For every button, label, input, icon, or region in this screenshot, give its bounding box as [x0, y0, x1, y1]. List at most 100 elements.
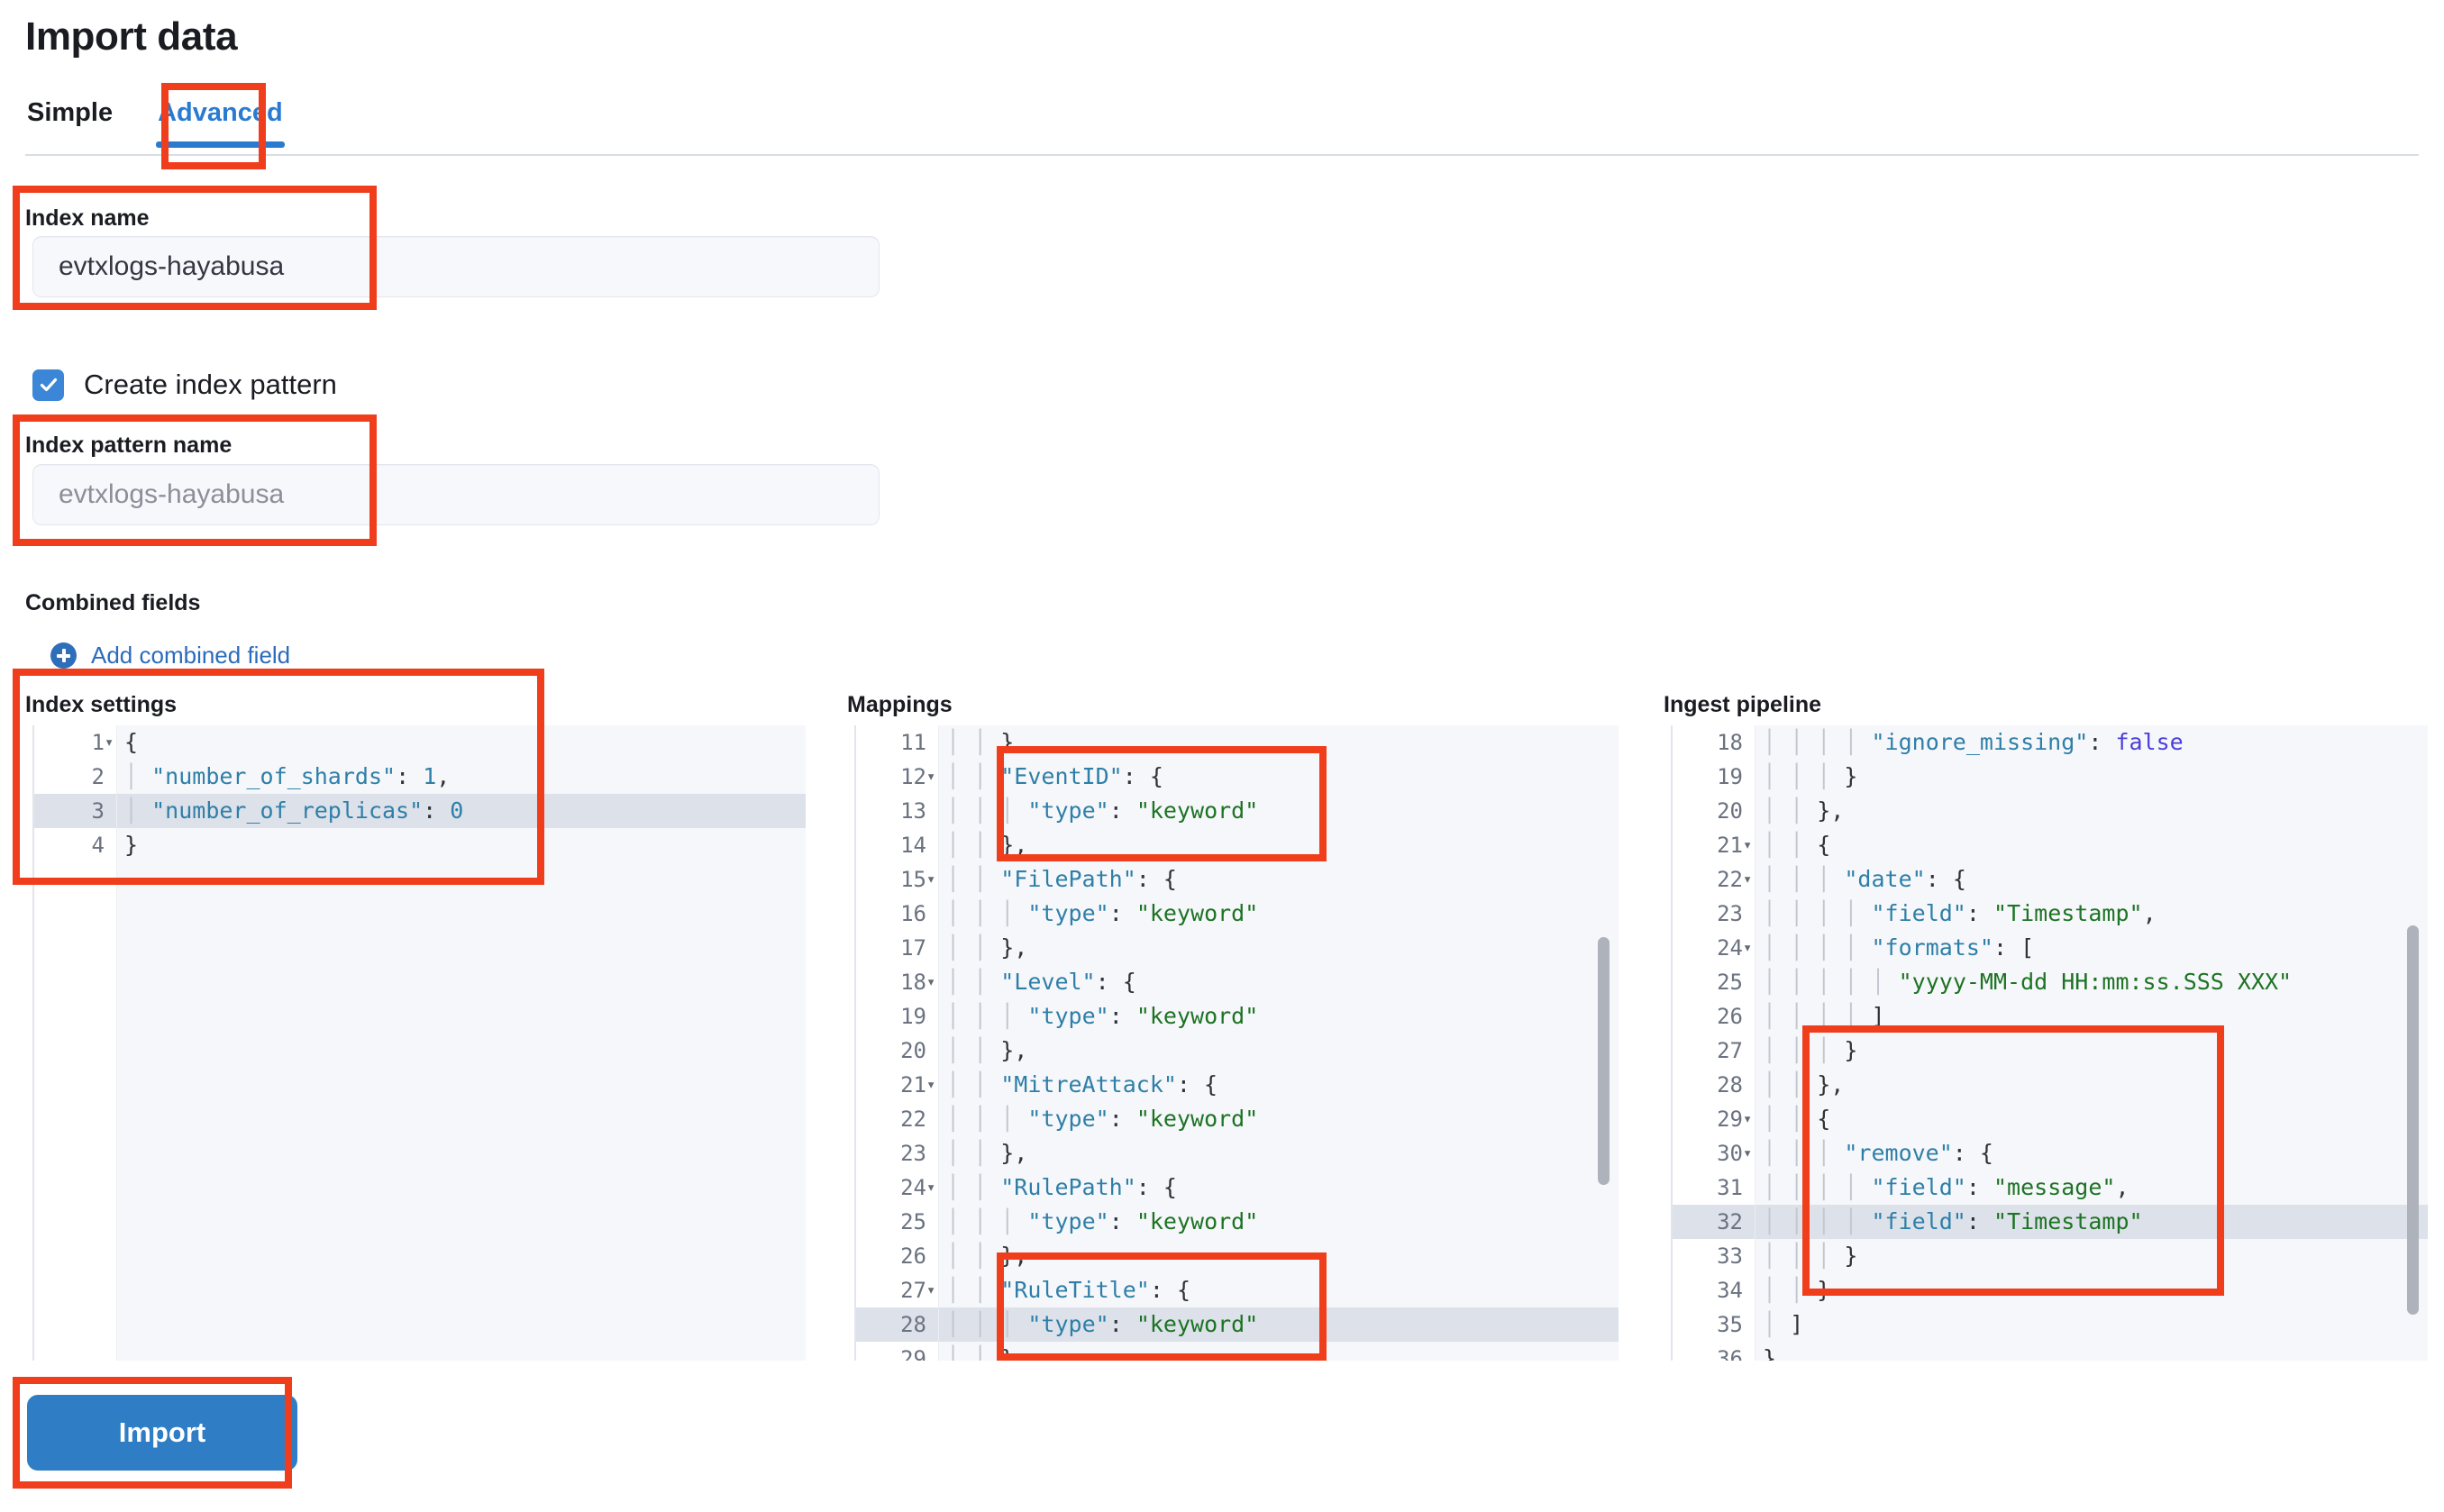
code-line: 28 │ │ },	[1717, 1068, 2428, 1102]
code-line: 30▾│ │ │ "remove": {	[1717, 1136, 2428, 1170]
code-text: │ │ │ "type": "keyword"	[946, 900, 1259, 926]
code-text: │ │ │ │ "field": "message",	[1763, 1174, 2129, 1200]
index-settings-editor[interactable]: 1▾{2│ "number_of_shards": 1,3│ "number_o…	[32, 725, 806, 1361]
line-number: 28	[900, 1312, 926, 1337]
code-line: 29│ │ },	[900, 1342, 1619, 1361]
line-number: 26	[900, 1243, 926, 1269]
code-line: 35 │ ]	[1717, 1307, 2428, 1342]
line-number: 33	[1717, 1243, 1743, 1269]
code-line: 25│ │ │ "type": "keyword"	[900, 1205, 1619, 1239]
mappings-editor[interactable]: 11│ │ },12▾│ │ "EventID": {13│ │ │ "type…	[854, 725, 1619, 1361]
code-line: 29▾│ │ {	[1717, 1102, 2428, 1136]
code-text: │ │ },	[946, 934, 1028, 961]
line-number: 23	[900, 1141, 926, 1166]
create-index-pattern-row[interactable]: Create index pattern	[32, 369, 337, 401]
line-number: 32	[1717, 1209, 1743, 1234]
code-text: │ │ },	[1763, 1071, 1845, 1098]
ingest-pipeline-scrollbar[interactable]	[2407, 925, 2419, 1315]
code-text: │ │ │ │ "ignore_missing": false	[1763, 729, 2184, 755]
code-line: 24▾│ │ │ │ "formats": [	[1717, 931, 2428, 965]
add-combined-field-label: Add combined field	[91, 642, 291, 669]
fold-arrow-icon[interactable]: ▾	[926, 1281, 936, 1299]
active-line-gutter	[856, 1307, 938, 1342]
fold-arrow-icon[interactable]: ▾	[1743, 1144, 1753, 1162]
line-number: 19	[1717, 764, 1743, 789]
code-line: 31│ │ │ │ "field": "message",	[1717, 1170, 2428, 1205]
line-number: 16	[900, 901, 926, 926]
code-text: │ │ "MitreAttack": {	[946, 1071, 1218, 1098]
ingest-pipeline-editor[interactable]: 18 │ │ │ │ "ignore_missing": false 19 │ │ │…	[1671, 725, 2428, 1361]
code-line: 26│ │ },	[900, 1239, 1619, 1273]
line-number: 18	[1717, 730, 1743, 755]
code-text: │ │ "Level": {	[946, 969, 1136, 995]
line-number: 35	[1717, 1312, 1743, 1337]
index-settings-code[interactable]: 1▾{2│ "number_of_shards": 1,3│ "number_o…	[92, 725, 806, 1361]
checkbox-checked-icon[interactable]	[32, 369, 64, 401]
fold-arrow-icon[interactable]: ▾	[1743, 939, 1753, 957]
line-number: 3	[91, 798, 105, 824]
fold-arrow-icon[interactable]: ▾	[926, 1179, 936, 1197]
line-number: 29	[1717, 1107, 1743, 1132]
code-line: 26│ │ │ │ ]	[1717, 999, 2428, 1034]
line-number: 26	[1717, 1004, 1743, 1029]
mappings-scrollbar[interactable]	[1598, 937, 1610, 1185]
code-line: 20│ │ },	[1717, 794, 2428, 828]
fold-arrow-icon[interactable]: ▾	[1743, 1110, 1753, 1128]
index-pattern-name-input[interactable]: evtxlogs-hayabusa	[32, 464, 880, 525]
code-text: │ ]	[1763, 1311, 1804, 1337]
code-text: │ │ │ │ "formats": [	[1763, 934, 2035, 961]
line-number: 30	[1717, 1141, 1743, 1166]
code-text: │ │ │ "type": "keyword"	[946, 797, 1259, 824]
code-text: │ │ },	[946, 1037, 1028, 1063]
line-number: 25	[900, 1209, 926, 1234]
code-line: 22▾ │ │ │ "date": {	[1717, 862, 2428, 897]
code-text: │ │ "FilePath": {	[946, 866, 1177, 892]
code-text: │ │ {	[1763, 832, 1831, 858]
tab-simple[interactable]: Simple	[25, 95, 114, 148]
fold-arrow-icon[interactable]: ▾	[926, 973, 936, 991]
active-line-gutter	[1673, 1205, 1755, 1239]
add-combined-field-button[interactable]: Add combined field	[50, 642, 290, 669]
mappings-code[interactable]: 11│ │ },12▾│ │ "EventID": {13│ │ │ "type…	[900, 725, 1619, 1361]
code-line: 32│ │ │ │ "field": "Timestamp"	[1717, 1205, 2428, 1239]
code-text: }	[124, 832, 139, 858]
line-number: 27	[900, 1278, 926, 1303]
code-text: │ │ │ "date": {	[1763, 866, 1966, 892]
tab-advanced[interactable]: Advanced	[156, 95, 285, 148]
line-number: 21	[900, 1072, 926, 1098]
index-name-input[interactable]: evtxlogs-hayabusa	[32, 236, 880, 297]
import-button[interactable]: Import	[27, 1395, 297, 1471]
fold-arrow-icon[interactable]: ▾	[105, 733, 114, 751]
line-number: 20	[900, 1038, 926, 1063]
tab-bar: Simple Advanced	[25, 95, 326, 154]
code-line: 23│ │ │ │ "field": "Timestamp",	[1717, 897, 2428, 931]
fold-arrow-icon[interactable]: ▾	[926, 870, 936, 888]
tab-divider	[25, 154, 2419, 156]
code-line: 28│ │ │ "type": "keyword"	[900, 1307, 1619, 1342]
line-number: 22	[1717, 867, 1743, 892]
code-line: 23 │ │ },	[900, 1136, 1619, 1170]
line-number: 28	[1717, 1072, 1743, 1098]
line-number: 13	[900, 798, 926, 824]
fold-arrow-icon[interactable]: ▾	[926, 768, 936, 786]
line-number: 14	[900, 833, 926, 858]
fold-arrow-icon[interactable]: ▾	[1743, 870, 1753, 888]
fold-arrow-icon[interactable]: ▾	[1743, 836, 1753, 854]
code-text: │ │ │ }	[1763, 1243, 1858, 1269]
code-line: 4}	[92, 828, 806, 862]
code-text: │ │ },	[946, 1140, 1028, 1166]
index-settings-title: Index settings	[25, 692, 178, 717]
fold-arrow-icon[interactable]: ▾	[926, 1076, 936, 1094]
ingest-pipeline-code[interactable]: 18 │ │ │ │ "ignore_missing": false 19 │ │ │…	[1717, 725, 2428, 1361]
code-line: 18 │ │ │ │ "ignore_missing": false	[1717, 725, 2428, 760]
code-text: │ │ │ }	[1763, 1037, 1858, 1063]
line-number: 12	[900, 764, 926, 789]
code-line: 25│ │ │ │ │ "yyyy-MM-dd HH:mm:ss.SSS XXX…	[1717, 965, 2428, 999]
code-text: │ │ │ "type": "keyword"	[946, 1003, 1259, 1029]
code-line: 16 │ │ │ "type": "keyword"	[900, 897, 1619, 931]
line-number: 29	[900, 1346, 926, 1361]
active-line-gutter	[34, 794, 116, 828]
code-line: 27▾│ │ "RuleTitle": {	[900, 1273, 1619, 1307]
code-line: 18▾│ │ "Level": {	[900, 965, 1619, 999]
